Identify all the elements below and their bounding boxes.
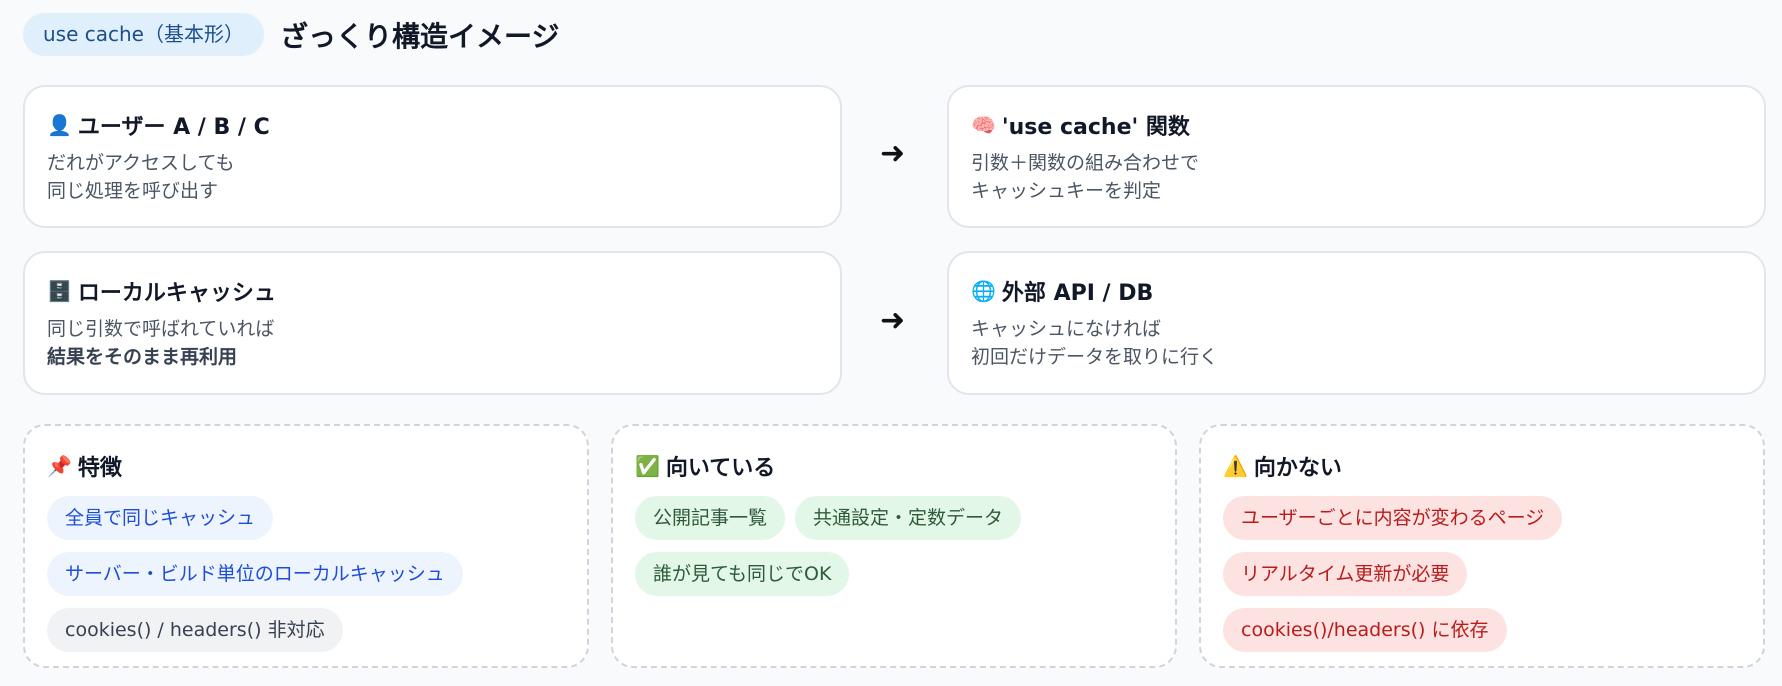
feature-chip: 全員で同じキャッシュ (47, 496, 274, 540)
card-text: 引数＋関数の組み合わせで (971, 152, 1200, 174)
suited-chip: 誰が見ても同じでOK (635, 552, 850, 596)
card-text: 同じ引数で呼ばれていれば (47, 318, 275, 340)
card-text: 同じ処理を呼び出す (47, 180, 219, 202)
warning-icon: ⚠️ (1223, 454, 1248, 478)
pushpin-icon: 📌 (47, 454, 72, 478)
unsuited-chip: ユーザーごとに内容が変わるページ (1223, 496, 1563, 540)
card-text: 初回だけデータを取りに行く (971, 346, 1219, 368)
card-text: キャッシュキーを判定 (971, 180, 1162, 202)
page-title: ざっくり構造イメージ (280, 19, 560, 53)
unsuited-box: ⚠️向かない ユーザーごとに内容が変わるページ リアルタイム更新が必要 cook… (1199, 424, 1765, 668)
check-icon: ✅ (635, 454, 660, 478)
unsuited-chip: cookies()/headers() に依存 (1223, 608, 1507, 652)
section-badge: use cache（基本形） (23, 13, 264, 56)
card-text: だれがアクセスしても (47, 152, 235, 174)
arrow-right-icon: ➜ (880, 136, 906, 171)
features-box: 📌特徴 全員で同じキャッシュ サーバー・ビルド単位のローカルキャッシュ cook… (23, 424, 589, 668)
feature-chip: cookies() / headers() 非対応 (47, 608, 343, 652)
card-title: 外部 API / DB (1001, 281, 1154, 306)
card-text-bold: 結果をそのまま再利用 (47, 343, 818, 371)
file-cabinet-icon: 🗄️ (47, 279, 72, 303)
card-local-cache: 🗄️ローカルキャッシュ 同じ引数で呼ばれていれば 結果をそのまま再利用 (23, 251, 842, 395)
box-title: 向いている (665, 456, 776, 481)
user-icon: 👤 (47, 113, 72, 137)
feature-chip: サーバー・ビルド単位のローカルキャッシュ (47, 552, 463, 596)
bold-text: 結果をそのまま再利用 (47, 346, 238, 368)
globe-icon: 🌐 (971, 279, 996, 303)
header: use cache（基本形） ざっくり構造イメージ (23, 13, 559, 56)
brain-icon: 🧠 (971, 113, 996, 137)
card-users: 👤ユーザー A / B / C だれがアクセスしても 同じ処理を呼び出す (23, 85, 842, 228)
suited-chip: 共通設定・定数データ (795, 496, 1022, 540)
box-title: 向かない (1253, 456, 1342, 481)
card-title: 'use cache' 関数 (1001, 115, 1190, 140)
suited-chip: 公開記事一覧 (635, 496, 786, 540)
suited-box: ✅向いている 公開記事一覧 共通設定・定数データ 誰が見ても同じでOK (611, 424, 1177, 668)
unsuited-chip: リアルタイム更新が必要 (1223, 552, 1468, 596)
card-text: キャッシュになければ (971, 318, 1162, 340)
card-title: ユーザー A / B / C (77, 115, 270, 140)
card-title: ローカルキャッシュ (77, 281, 276, 306)
arrow-right-icon: ➜ (880, 303, 906, 338)
card-external-api: 🌐外部 API / DB キャッシュになければ 初回だけデータを取りに行く (947, 251, 1766, 395)
card-use-cache-function: 🧠'use cache' 関数 引数＋関数の組み合わせで キャッシュキーを判定 (947, 85, 1766, 228)
box-title: 特徴 (77, 456, 122, 481)
